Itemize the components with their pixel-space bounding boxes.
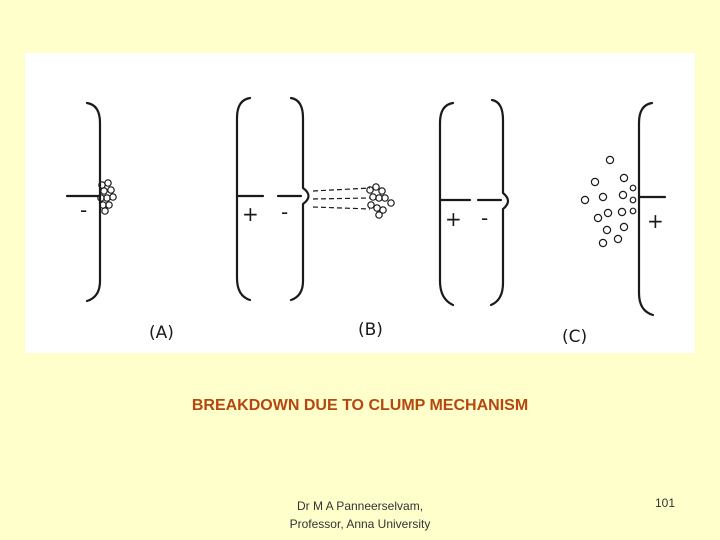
plus-sign-c: + bbox=[647, 209, 664, 233]
electrode-b-left bbox=[235, 96, 252, 302]
footer-author: Dr M A Panneerselvam, bbox=[296, 499, 424, 513]
electrode-b2-right bbox=[489, 98, 510, 307]
electrode-a bbox=[85, 101, 102, 303]
clump-mechanism-figure: - + - bbox=[25, 53, 695, 353]
panel-b: + - bbox=[235, 96, 395, 302]
particle-clump-a bbox=[97, 179, 117, 215]
label-c: (C) bbox=[562, 327, 587, 347]
footer-affiliation: Professor, Anna University bbox=[289, 517, 431, 531]
electrode-b2-left bbox=[438, 101, 455, 307]
panel-c: + bbox=[580, 101, 667, 317]
plus-sign-b2: + bbox=[445, 207, 462, 231]
label-a: (A) bbox=[149, 323, 174, 343]
page-number: 101 bbox=[654, 496, 676, 510]
panel-a: - bbox=[65, 101, 117, 303]
scattered-particles-c bbox=[580, 155, 637, 248]
minus-sign-a: - bbox=[80, 198, 87, 222]
electrode-b-right bbox=[289, 96, 310, 302]
minus-sign-b: - bbox=[281, 200, 288, 224]
slide-caption: BREAKDOWN DUE TO CLUMP MECHANISM bbox=[191, 397, 529, 414]
dashed-bridge bbox=[312, 187, 371, 210]
slide-footer: Dr M A Panneerselvam, Professor, Anna Un… bbox=[240, 497, 480, 533]
minus-sign-b2: - bbox=[481, 206, 488, 230]
panel-b2: + - bbox=[438, 98, 510, 307]
electrode-c bbox=[637, 101, 655, 317]
particle-clump-b bbox=[366, 183, 395, 219]
label-b: (B) bbox=[358, 320, 383, 340]
plus-sign-b: + bbox=[242, 202, 259, 226]
